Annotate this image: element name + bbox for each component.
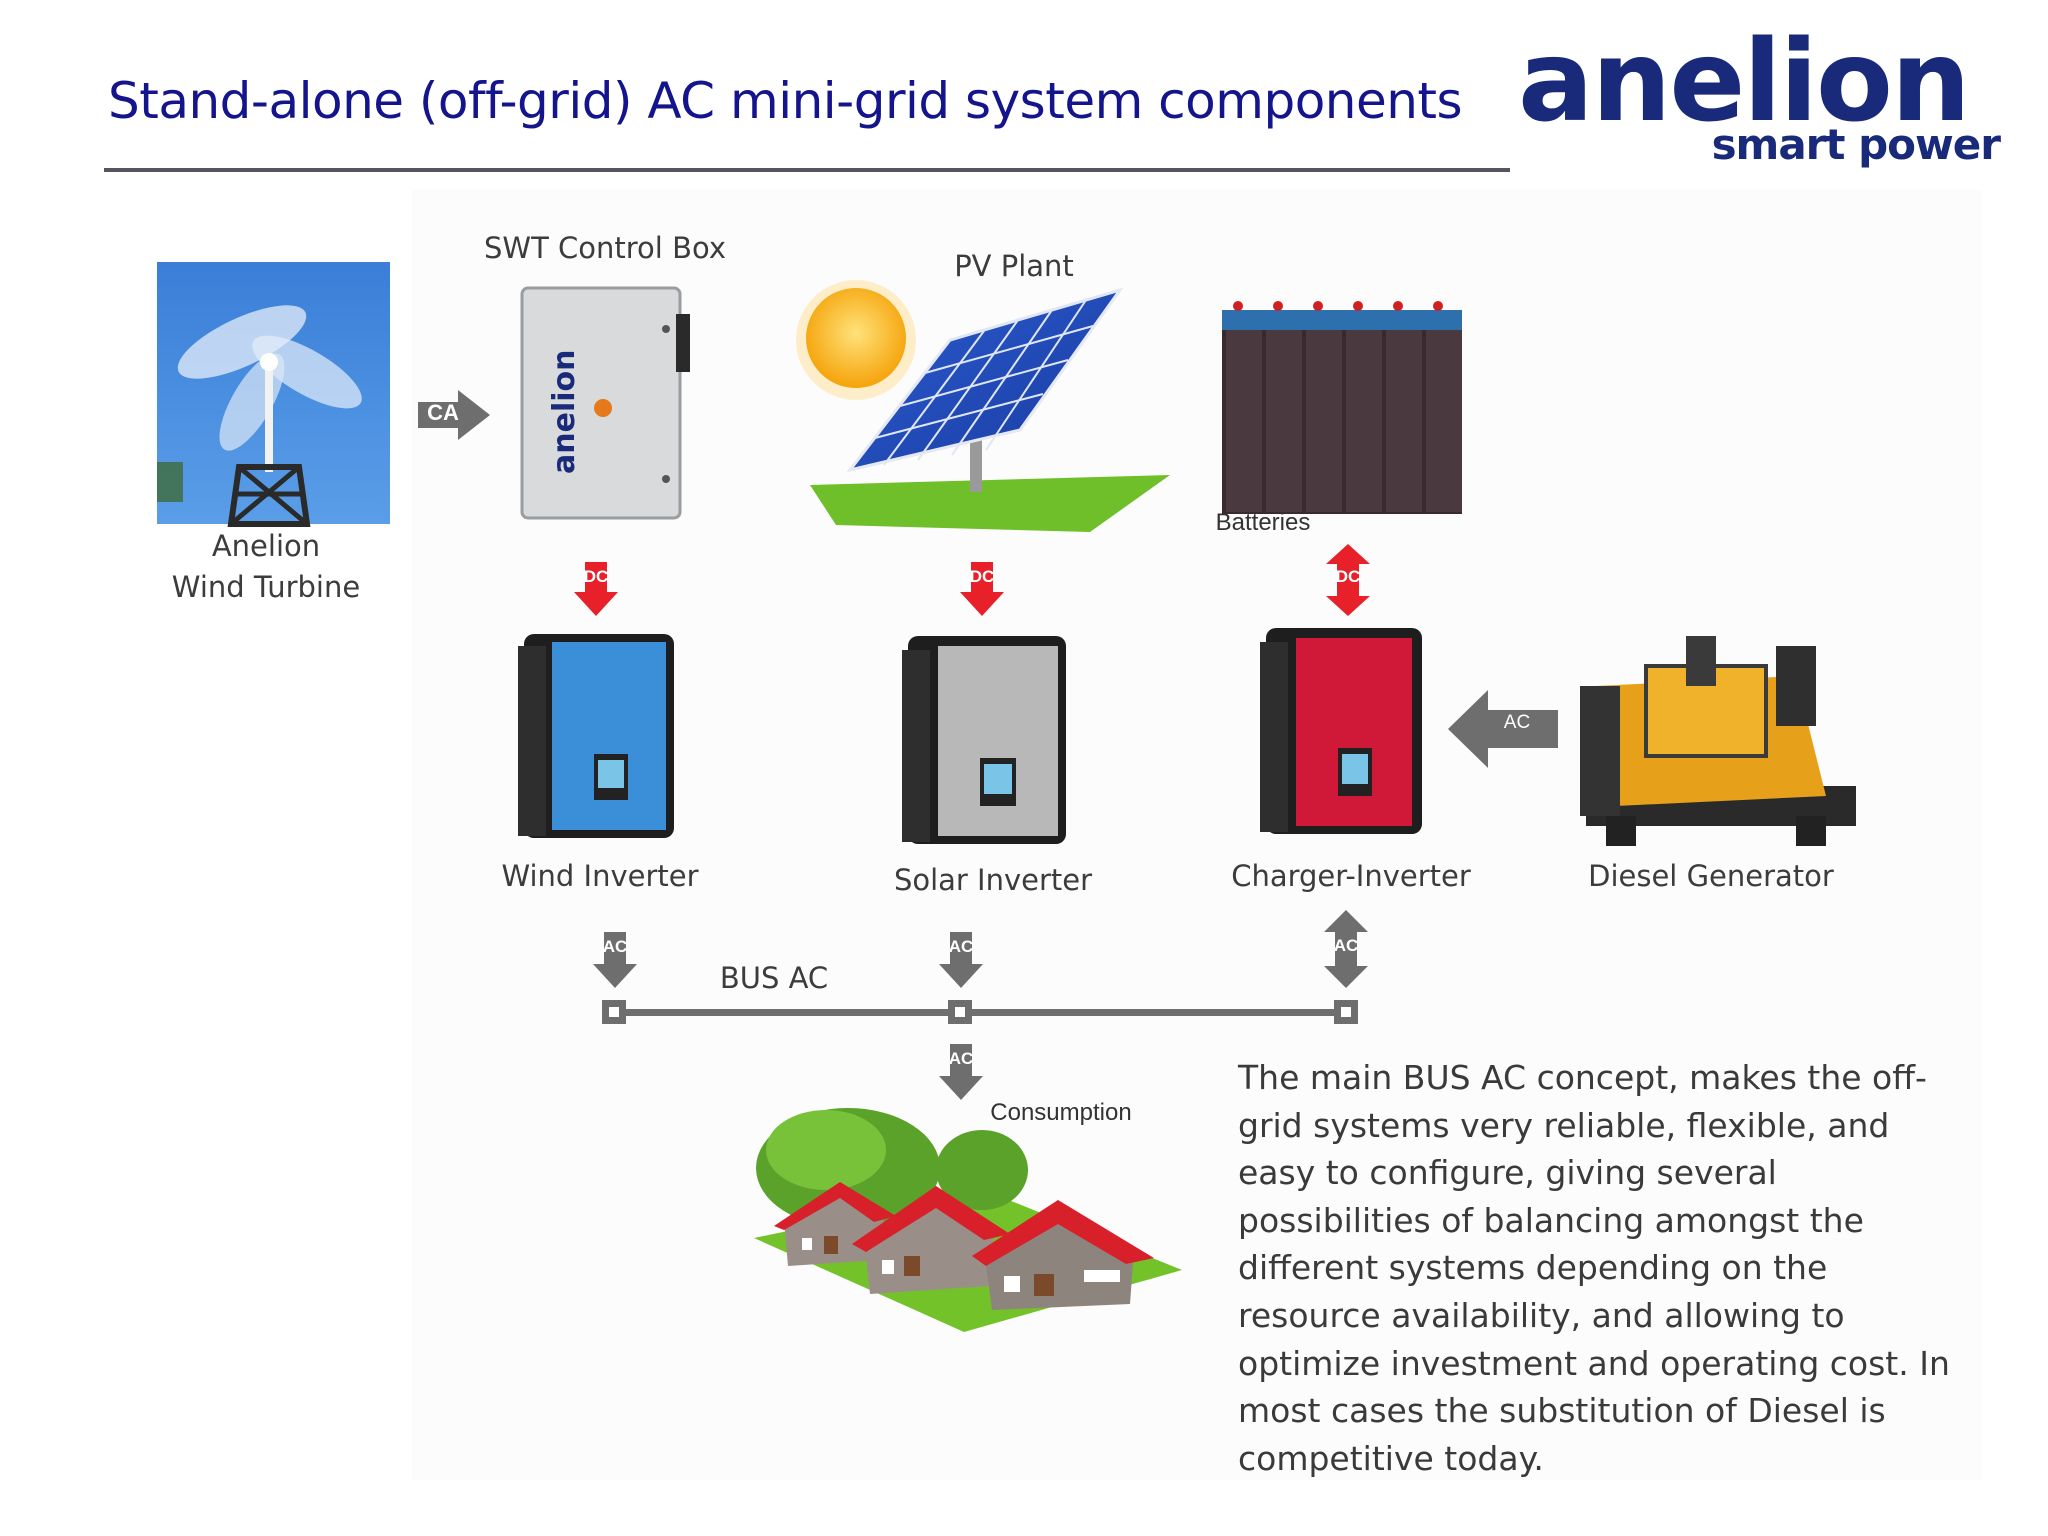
logo-wordmark: anelion [1518,17,1971,147]
consumption-village-image [754,1108,1182,1332]
charger-inverter-image [1260,628,1422,834]
wind-turbine-label-line1: Anelion [211,529,321,563]
batteries-image [1222,301,1462,514]
ca-arrow-tag: CA [427,400,459,425]
dc-arrow-solar-tag: DC [969,567,995,586]
ac-arrow-diesel-tag: AC [1503,712,1531,733]
diesel-generator-label: Diesel Generator [1588,859,1834,893]
anelion-logo: anelion smart power [1518,26,2008,176]
solar-inverter-label: Solar Inverter [893,863,1093,897]
wind-turbine-label-line2: Wind Turbine [171,570,361,604]
ac-arrow-charger-bus-tag: AC [1333,936,1359,955]
logo-tagline: smart power [1711,120,2001,169]
ac-arrow-solar-to-bus-tag: AC [948,937,974,956]
ac-arrow-wind-to-bus-tag: AC [602,937,628,956]
ac-arrow-to-consumption-tag: AC [948,1049,974,1068]
description-paragraph: The main BUS AC concept, makes the off-g… [1238,1058,1950,1478]
diesel-generator-image [1580,636,1856,846]
title-underline [104,168,1510,172]
ac-arrow-wind-to-bus [593,932,637,988]
slide-title: Stand-alone (off-grid) AC mini-grid syst… [108,72,1463,130]
wind-turbine-image [157,262,390,527]
bus-ac-label: BUS AC [719,961,829,995]
swt-control-box-label: SWT Control Box [484,231,726,265]
dc-arrow-solar [960,562,1004,616]
ac-arrow-to-consumption [939,1044,983,1100]
dc-arrow-wind-tag: DC [583,567,609,586]
wind-inverter-label: Wind Inverter [501,859,699,893]
dc-arrow-batteries-tag: DC [1335,567,1361,586]
svg-text:anelion: anelion [547,350,582,474]
ac-arrow-diesel [1448,690,1558,768]
pv-plant-image [796,280,1170,532]
pv-plant-label: PV Plant [954,249,1074,283]
consumption-label: Consumption [990,1099,1132,1126]
dc-arrow-wind [574,562,618,616]
charger-inverter-label: Charger-Inverter [1231,859,1471,893]
solar-inverter-image [902,636,1066,844]
dc-arrow-batteries [1326,544,1370,616]
ca-arrow [418,390,490,440]
ac-arrow-solar-to-bus [939,932,983,988]
wind-inverter-image [518,634,674,838]
bus-ac-line [602,1000,1358,1024]
ac-arrow-charger-bus [1324,910,1368,988]
batteries-label: Batteries [1215,509,1311,536]
swt-control-box-image: anelion [520,286,690,520]
